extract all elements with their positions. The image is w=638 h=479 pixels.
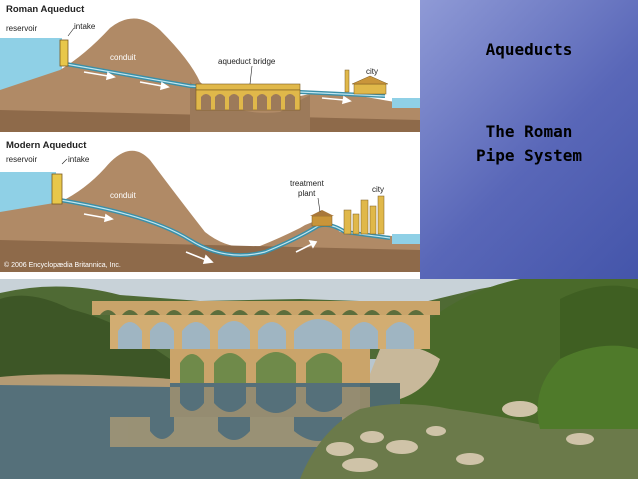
photo-aqueduct xyxy=(92,301,440,383)
slide-subheading: The Roman Pipe System xyxy=(420,120,638,168)
pont-du-gard-photo xyxy=(0,279,638,479)
photo-rocks xyxy=(326,401,594,472)
roman-flow-arrows xyxy=(83,71,352,105)
roman-label-intake: intake xyxy=(74,22,96,31)
copyright-text: © 2006 Encyclopædia Britannica, Inc. xyxy=(4,261,121,269)
title-panel xyxy=(420,0,638,279)
modern-panel: Modern Aqueduct reservoir intake conduit… xyxy=(0,140,420,272)
modern-reservoir-water xyxy=(0,172,56,212)
modern-city xyxy=(343,195,385,235)
subheading-line-1: The Roman xyxy=(485,122,573,141)
modern-flow-arrows xyxy=(83,213,318,264)
roman-intake-tower xyxy=(59,39,69,67)
roman-label-city: city xyxy=(366,67,378,76)
roman-label-aqueduct-bridge: aqueduct bridge xyxy=(218,57,276,66)
modern-label-treatment-2: plant xyxy=(298,189,316,198)
aqueduct-diagram: Roman Aqueduct reservoir intake conduit … xyxy=(0,0,420,279)
roman-city xyxy=(344,69,389,95)
roman-title: Roman Aqueduct xyxy=(6,4,85,15)
roman-aqueduct-bridge xyxy=(195,83,301,111)
modern-intake-tower xyxy=(51,173,63,205)
slide-heading: Aqueducts xyxy=(485,40,573,59)
subheading-line-2: Pipe System xyxy=(476,146,582,165)
modern-label-city: city xyxy=(372,185,384,194)
modern-title: Modern Aqueduct xyxy=(6,140,87,151)
modern-treatment-plant xyxy=(310,210,334,227)
modern-label-treatment-1: treatment xyxy=(290,179,325,188)
roman-label-conduit: conduit xyxy=(110,53,137,62)
modern-label-reservoir: reservoir xyxy=(6,155,37,164)
roman-panel: Roman Aqueduct reservoir intake conduit … xyxy=(0,4,420,133)
roman-hill xyxy=(0,18,420,133)
modern-label-intake: intake xyxy=(68,155,90,164)
modern-label-conduit: conduit xyxy=(110,191,137,200)
roman-label-reservoir: reservoir xyxy=(6,24,37,33)
